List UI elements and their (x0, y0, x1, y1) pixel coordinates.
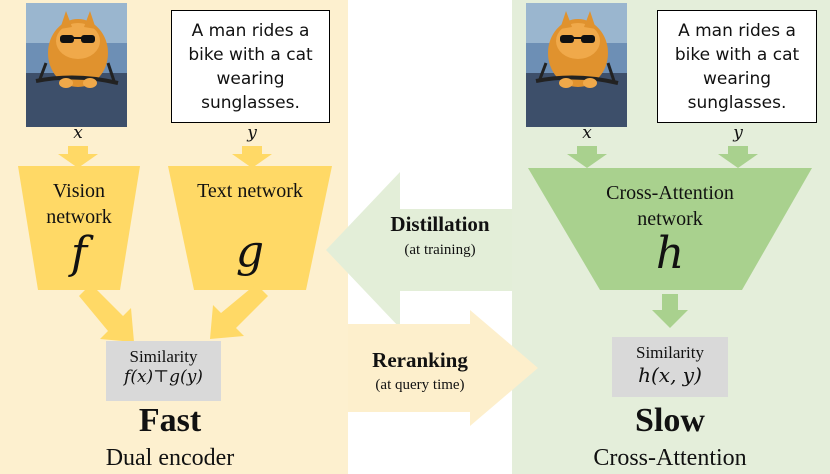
text-variable-left: y (247, 123, 257, 143)
vision-network-symbol: f (70, 228, 88, 279)
image-variable-right: x (582, 123, 592, 143)
cross-attention-network-label: Cross-Attention network (606, 182, 734, 230)
arrow-y-to-cross (718, 146, 758, 168)
distillation-arrow (326, 172, 512, 328)
vision-network-label: Vision network (46, 180, 112, 228)
arrow-vision-to-similarity (79, 284, 134, 342)
text-network-shape (168, 166, 332, 290)
similarity-label-left: Similarity (129, 347, 198, 366)
cat-bike-photo-left (26, 3, 127, 127)
text-network-symbol: g (235, 226, 265, 277)
distillation-note: (at training) (404, 242, 476, 258)
arrow-x-to-cross (567, 146, 607, 168)
similarity-formula-right: h(x, y) (638, 363, 702, 387)
arrow-y-to-text (232, 146, 272, 168)
caption-box-right: A man rides a bike with a cat wearing su… (657, 10, 817, 123)
caption-box-left: A man rides a bike with a cat wearing su… (171, 10, 330, 123)
cross-attention-model-label: Cross-Attention (593, 445, 747, 471)
fast-label: Fast (138, 402, 202, 439)
dual-encoder-label: Dual encoder (105, 445, 235, 471)
caption-text-right: A man rides a bike with a cat wearing su… (674, 20, 800, 113)
distillation-title: Distillation (390, 212, 490, 236)
reranking-note: (at query time) (375, 377, 465, 393)
reranking-title: Reranking (372, 348, 468, 372)
similarity-box-right: Similarity h(x, y) (612, 337, 728, 397)
text-variable-right: y (733, 123, 743, 143)
slow-label: Slow (635, 402, 705, 439)
arrow-text-to-similarity (210, 284, 268, 339)
caption-text-left: A man rides a bike with a cat wearing su… (188, 20, 313, 113)
arrow-cross-to-similarity (652, 294, 688, 328)
text-network-label: Text network (197, 180, 303, 202)
cross-attention-network-symbol: h (655, 228, 685, 279)
vision-network-shape (18, 166, 140, 290)
cross-attention-network-shape (528, 168, 812, 290)
similarity-box-left: Similarity f(x)⊤g(y) (106, 341, 221, 401)
cat-bike-photo-right (526, 3, 627, 127)
arrow-x-to-vision (58, 146, 98, 168)
reranking-arrow (348, 310, 538, 426)
image-variable-left: x (73, 123, 83, 143)
similarity-label-right: Similarity (636, 343, 704, 362)
similarity-formula-left: f(x)⊤g(y) (124, 367, 203, 387)
